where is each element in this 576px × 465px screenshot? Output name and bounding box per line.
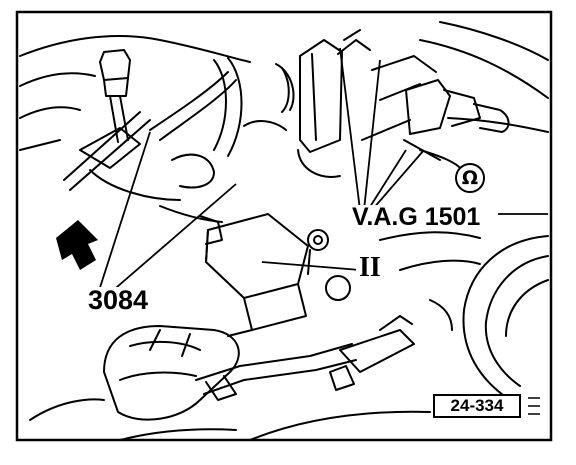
leader-vag-b (363, 59, 381, 211)
leader-3084-a (95, 131, 151, 301)
wheel-arch (462, 235, 549, 401)
filler-cap (99, 49, 131, 81)
hose-upper (213, 59, 227, 151)
label-vag-1501: V.A.G 1501 (350, 203, 483, 231)
valve-block (205, 213, 309, 299)
frame-border (15, 10, 553, 442)
label-position-ii: II (356, 254, 384, 282)
leader-vag-a (339, 47, 361, 211)
connector-plug (405, 79, 451, 135)
leader-vag-d (371, 149, 425, 211)
figure-number: 24-334 (433, 394, 521, 418)
sensor-housing (299, 39, 343, 153)
body-contour (19, 35, 251, 63)
direction-arrow (56, 220, 98, 270)
ohmmeter-icon: Ω (455, 163, 485, 193)
leader-vag-c (367, 149, 407, 211)
leader-ii (261, 261, 361, 271)
lower-hose (103, 325, 240, 421)
label-tool-3084: 3084 (86, 285, 151, 315)
leader-3084-b (101, 183, 237, 301)
cable-connector (339, 329, 415, 373)
